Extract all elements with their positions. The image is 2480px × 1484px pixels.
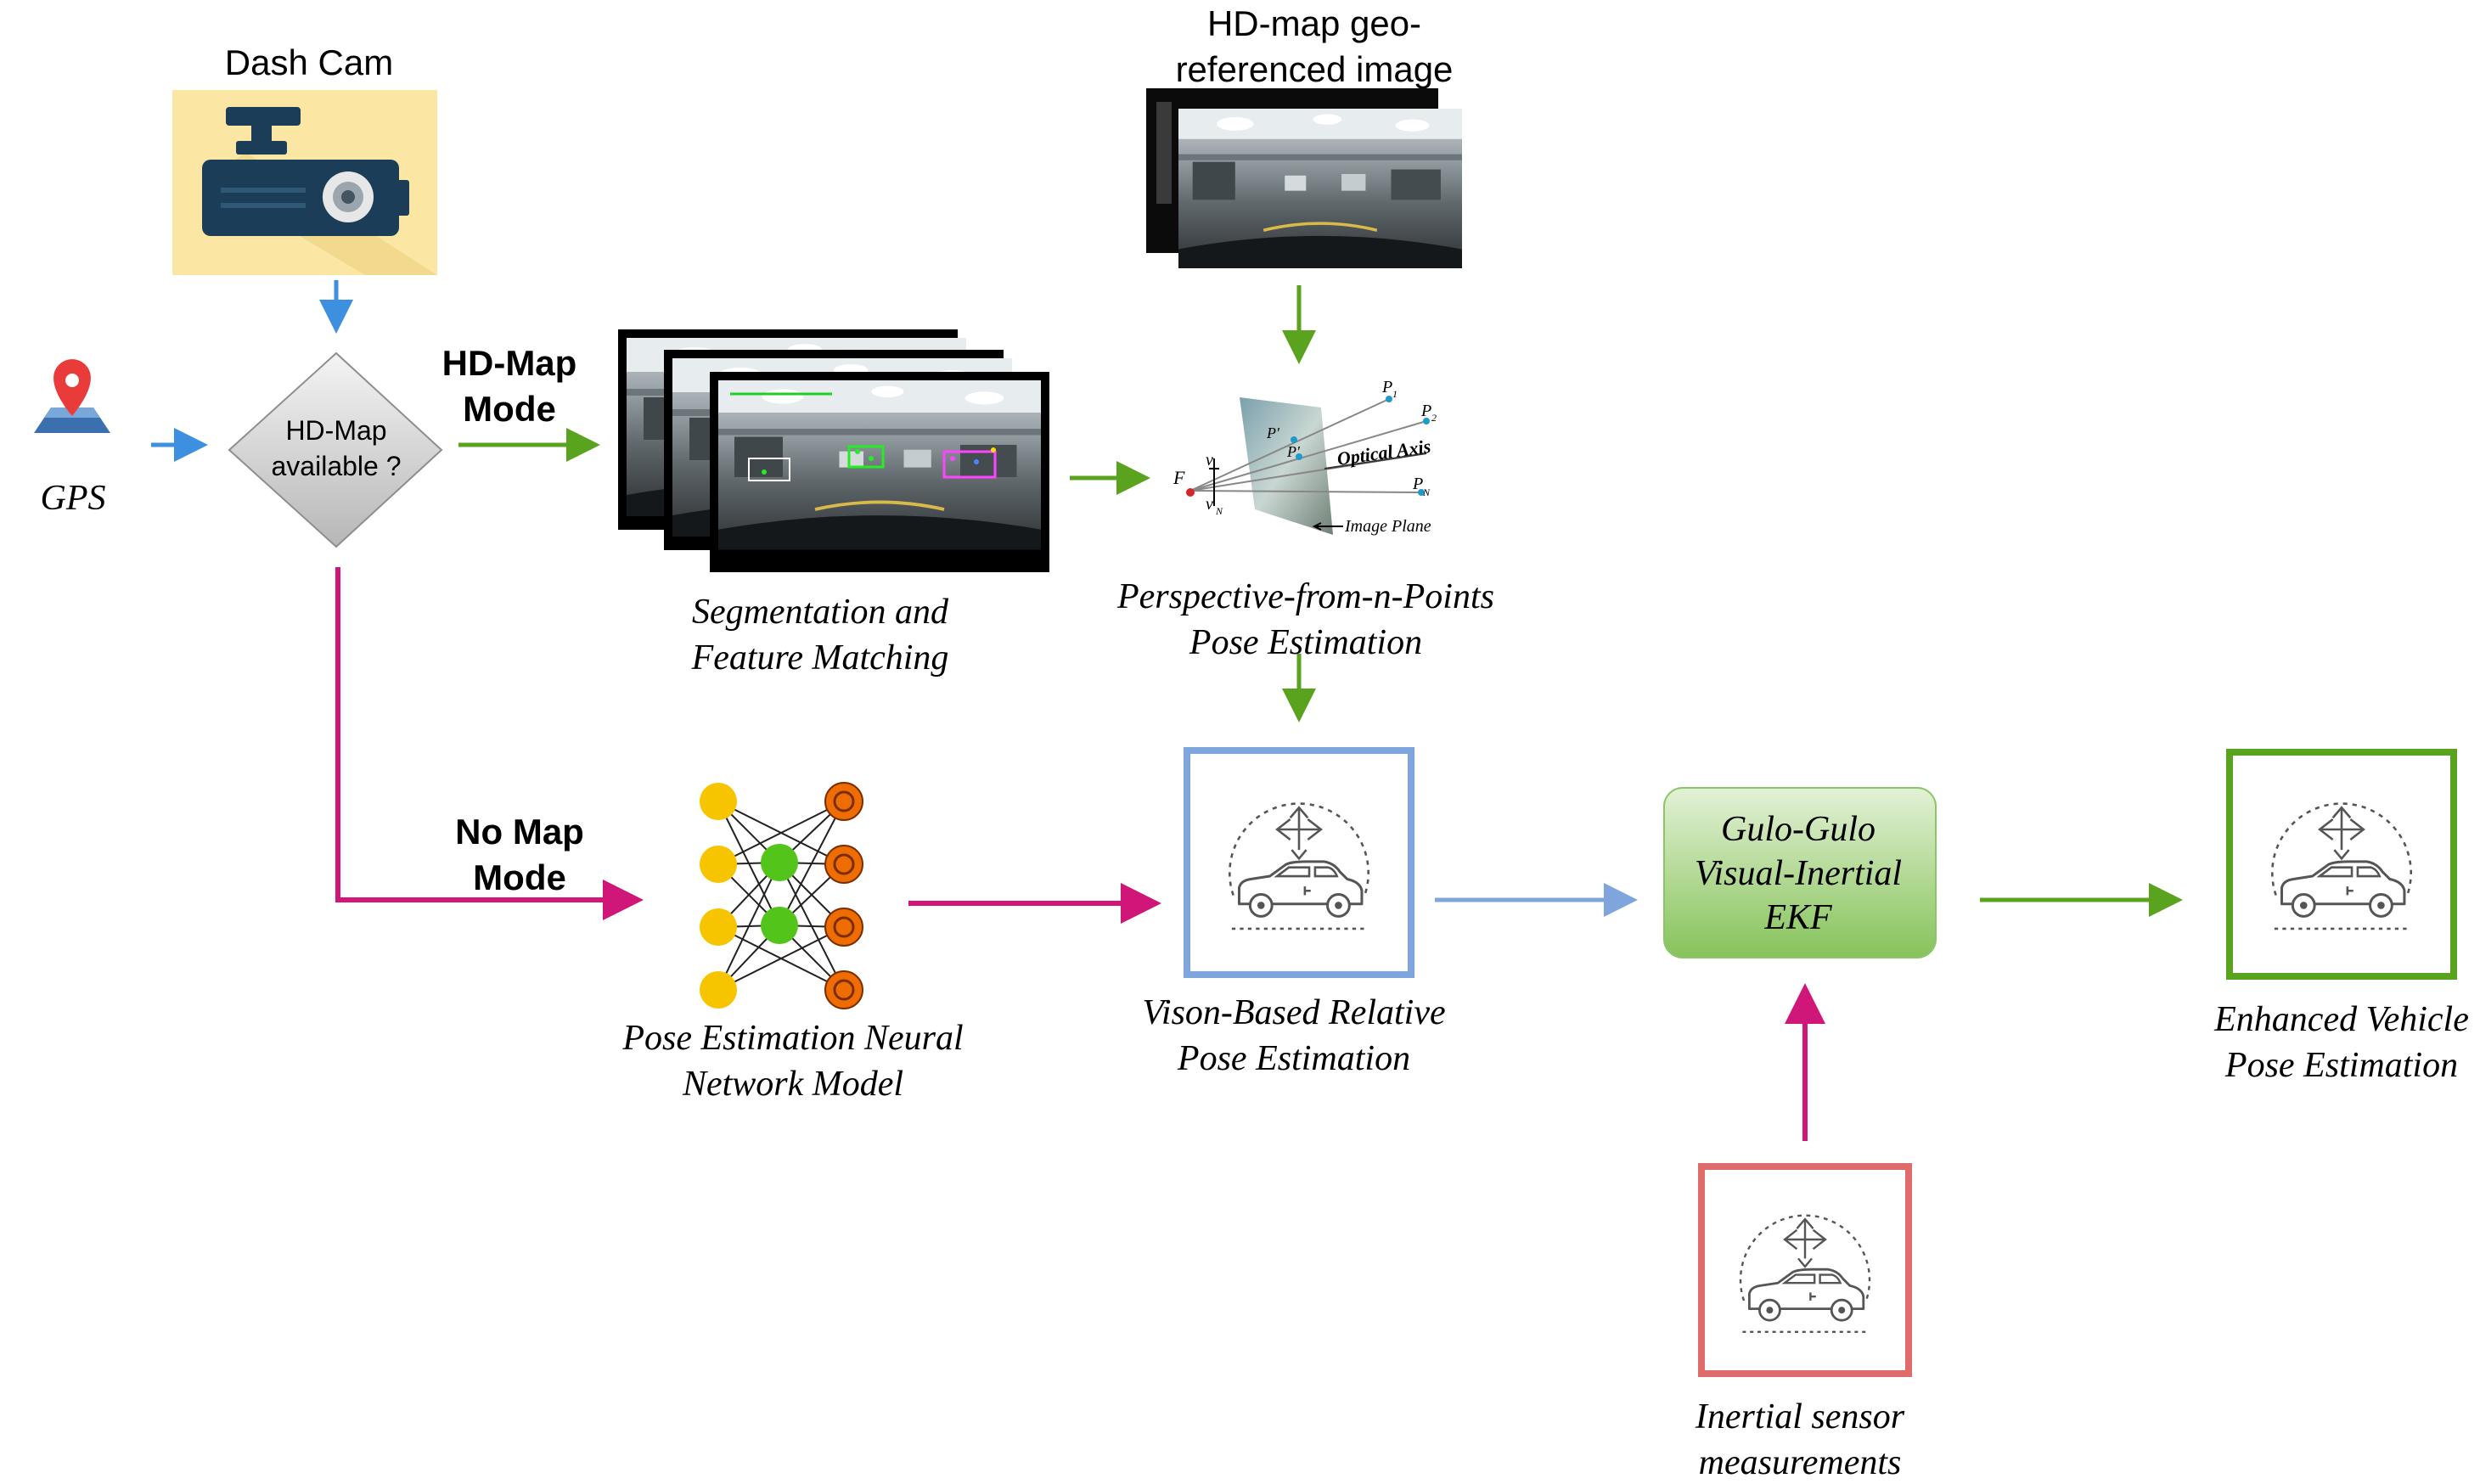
vision-label-line2: Pose Estimation — [1177, 1039, 1410, 1078]
pnp-vn-label: v — [1206, 495, 1213, 514]
segmentation-node — [618, 329, 1049, 572]
pnp-p2-sub: 2 — [1431, 412, 1437, 424]
pnp-label-line1: Perspective-from-n-Points — [1116, 577, 1494, 616]
inertial-label-line2: measurements — [1699, 1443, 1902, 1482]
segmentation-label-line2: Feature Matching — [691, 638, 949, 677]
decision-diamond — [228, 351, 443, 548]
gps-node: GPS — [34, 359, 110, 518]
dash-cam-icon — [202, 107, 409, 236]
gps-pin-icon — [34, 359, 110, 433]
pnp-label-line2: Pose Estimation — [1189, 623, 1422, 662]
nn-label-line1: Pose Estimation Neural — [621, 1019, 963, 1058]
ekf-box: Gulo-Gulo Visual-Inertial EKF — [1663, 787, 1937, 958]
hd-map-mode-label-line1: HD-Map — [442, 343, 577, 383]
pnp-image-plane-label: Image Plane — [1344, 517, 1431, 536]
hd-map-decision: HD-Map available ? — [228, 351, 443, 548]
enhanced-label-line2: Pose Estimation — [2224, 1046, 2458, 1085]
pnp-vn-sub: N — [1215, 505, 1223, 517]
hd-map-photo — [1177, 107, 1464, 270]
enhanced-label-line1: Enhanced Vehicle — [2213, 1000, 2469, 1039]
image-plane — [1240, 397, 1333, 535]
neural-network-icon — [700, 782, 863, 1009]
pnp-p1-label: P — [1381, 378, 1392, 396]
hdmap-image-label-line1: HD-map geo- — [1207, 3, 1421, 43]
pnp-p1-prime: P' — [1266, 424, 1280, 441]
ekf-label-line1: Gulo-Gulo — [1721, 810, 1875, 849]
segmentation-photo — [717, 379, 1043, 552]
pnp-pn-label: P — [1412, 475, 1423, 493]
feature-matches-overlay — [730, 392, 997, 481]
gps-label: GPS — [41, 479, 106, 518]
hd-map-image-node: HD-map geo- referenced image — [1146, 3, 1464, 270]
pnp-optical-axis-label: Optical Axis — [1336, 436, 1431, 469]
hdmap-image-label-line2: referenced image — [1176, 49, 1454, 89]
no-map-mode-label-line2: Mode — [473, 857, 566, 897]
ekf-label-line2: Visual-Inertial — [1695, 854, 1902, 893]
pnp-p1-sub: 1 — [1392, 388, 1397, 400]
vision-pose-box — [1184, 747, 1414, 978]
pnp-v-label: v — [1206, 451, 1213, 469]
pnp-p2-label: P — [1420, 402, 1431, 420]
arrow-no-map-mode — [335, 567, 644, 920]
inertial-sensor-box — [1698, 1163, 1912, 1377]
segmentation-label-line1: Segmentation and — [692, 593, 949, 632]
decision-text-line1: HD-Map — [285, 415, 386, 446]
pnp-focal-label: F — [1173, 467, 1185, 488]
vision-label-line1: Vison-Based Relative — [1142, 993, 1445, 1032]
no-map-mode-label-line1: No Map — [455, 812, 584, 852]
pnp-p2-prime: P' — [1286, 443, 1301, 460]
enhanced-pose-box — [2226, 749, 2457, 980]
ekf-label-line3: EKF — [1763, 898, 1832, 937]
dash-cam-node: Dash Cam — [172, 42, 437, 275]
hd-map-mode-label-line2: Mode — [463, 389, 556, 429]
nn-label-line2: Network Model — [682, 1065, 903, 1104]
pnp-diagram: F v v N P 1 P 2 P N P' P' Optical Axis I… — [1173, 378, 1437, 536]
pnp-pn-sub: N — [1422, 486, 1431, 498]
inertial-label-line1: Inertial sensor — [1695, 1397, 1905, 1436]
dash-cam-label: Dash Cam — [225, 42, 393, 82]
decision-text-line2: available ? — [272, 451, 402, 481]
